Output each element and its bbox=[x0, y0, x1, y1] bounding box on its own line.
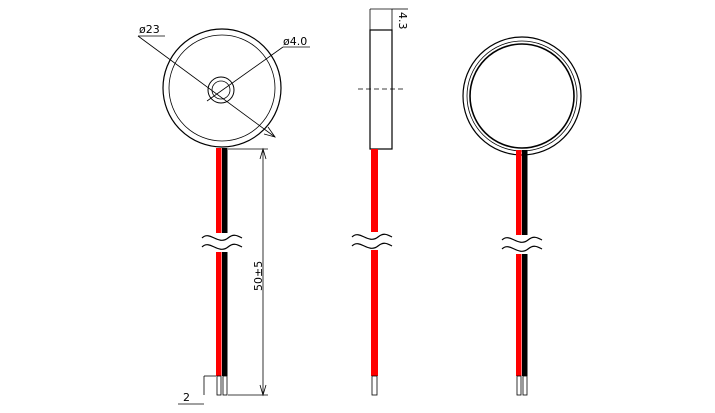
front-view: ø23 ø4.0 50±5 2 bbox=[137, 23, 310, 405]
side-break-symbol-bottom bbox=[351, 242, 393, 249]
black-wire-lower bbox=[222, 252, 228, 376]
back-view-outer-circle bbox=[462, 36, 582, 156]
side-break-symbol-top bbox=[351, 233, 393, 240]
side-view: 4.3 bbox=[351, 8, 409, 396]
red-wire-upper bbox=[216, 148, 222, 233]
back-red-wire-upper bbox=[516, 150, 522, 235]
lead-length-arrow-top bbox=[259, 147, 267, 160]
outer-diameter-label: ø23 bbox=[139, 23, 160, 36]
outer-diameter-arrow bbox=[263, 126, 276, 138]
hole-diameter-label: ø4.0 bbox=[283, 35, 307, 48]
front-view-leads bbox=[201, 148, 243, 396]
outer-diameter-leader bbox=[137, 35, 276, 138]
back-break-symbol-bottom bbox=[501, 245, 543, 252]
front-view-inner-circle bbox=[168, 34, 276, 142]
front-view-outer-circle bbox=[162, 28, 282, 148]
back-black-wire-lower bbox=[522, 254, 528, 376]
back-view bbox=[462, 36, 582, 396]
red-wire-stripped-end bbox=[216, 375, 222, 396]
red-wire-lower bbox=[216, 252, 222, 376]
front-view-hole-inner bbox=[211, 80, 231, 100]
front-view-hole-outer bbox=[207, 76, 235, 104]
back-red-wire-lower bbox=[516, 254, 522, 376]
side-red-wire-lower bbox=[371, 250, 378, 376]
break-symbol-bottom bbox=[201, 243, 243, 250]
back-black-wire-upper bbox=[522, 150, 528, 235]
back-view-inner-circle bbox=[466, 40, 578, 152]
thickness-label: 4.3 bbox=[396, 12, 409, 30]
hole-diameter-leader bbox=[206, 46, 284, 102]
black-wire-upper bbox=[222, 148, 228, 233]
lead-length-label: 50±5 bbox=[252, 261, 265, 291]
lead-length-arrow-bottom bbox=[259, 384, 267, 397]
back-red-wire-stripped-end bbox=[516, 375, 522, 396]
break-symbol-top bbox=[201, 234, 243, 241]
strip-length-label: 2 bbox=[183, 391, 190, 404]
back-black-wire-stripped-end bbox=[522, 375, 528, 396]
side-red-wire-upper bbox=[371, 149, 378, 232]
back-break-symbol-top bbox=[501, 236, 543, 243]
back-view-electrode-circle bbox=[469, 43, 575, 149]
side-wire-stripped-end bbox=[371, 375, 378, 396]
black-wire-stripped-end bbox=[222, 375, 228, 396]
side-view-body bbox=[369, 29, 393, 150]
